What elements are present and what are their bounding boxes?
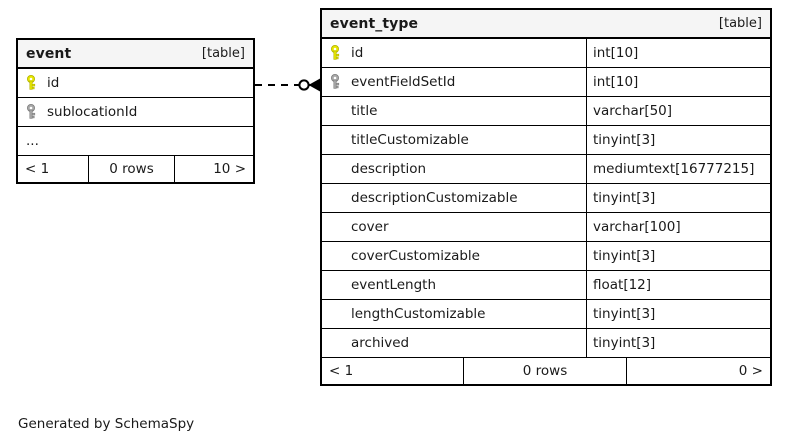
column-name-cell: descriptionCustomizable xyxy=(322,184,586,212)
primary-key-icon xyxy=(330,45,344,61)
column-name-text: eventLength xyxy=(351,277,437,293)
entity-title: event xyxy=(26,45,72,62)
entity-title: event_type xyxy=(330,15,419,32)
column-name-text: id xyxy=(351,45,364,61)
column-name-cell: eventFieldSetId xyxy=(322,68,586,96)
column-row[interactable]: cover varchar[100] xyxy=(322,213,770,242)
column-name-text: cover xyxy=(351,219,389,235)
column-row[interactable]: sublocationId xyxy=(18,98,253,127)
row-count-label: 0 rows xyxy=(463,358,627,384)
column-row-ellipsis[interactable]: ... xyxy=(18,127,253,156)
column-name-text: description xyxy=(351,161,427,177)
column-row[interactable]: coverCustomizable tinyint[3] xyxy=(322,242,770,271)
entity-header-event_type: event_type [table] xyxy=(322,10,770,39)
column-row[interactable]: eventFieldSetId int[10] xyxy=(322,68,770,97)
generated-by-label: Generated by SchemaSpy xyxy=(18,416,195,432)
column-name-text: sublocationId xyxy=(47,104,138,120)
column-name-cell: sublocationId xyxy=(18,98,253,126)
column-type-cell: varchar[50] xyxy=(586,97,770,125)
column-name-cell: titleCustomizable xyxy=(322,126,586,154)
entity-type-tag: [table] xyxy=(201,46,245,61)
column-name-text: id xyxy=(47,75,60,91)
prev-page-button[interactable]: < 1 xyxy=(329,363,354,379)
column-type-cell: mediumtext[16777215] xyxy=(586,155,770,183)
column-name-cell: ... xyxy=(18,127,253,155)
zero-cardinality-marker xyxy=(298,79,310,91)
column-type-cell: varchar[100] xyxy=(586,213,770,241)
column-name-text: descriptionCustomizable xyxy=(351,190,518,206)
entity-type-tag: [table] xyxy=(718,16,762,31)
column-type-cell: tinyint[3] xyxy=(586,242,770,270)
column-name-text: eventFieldSetId xyxy=(351,74,456,90)
entity-footer-event_type: < 1 0 rows 0 > xyxy=(322,358,770,384)
column-type-cell: int[10] xyxy=(586,39,770,67)
relationship-connector-event-to-event_type[interactable] xyxy=(255,70,321,102)
column-row[interactable]: archived tinyint[3] xyxy=(322,329,770,358)
column-name-cell: cover xyxy=(322,213,586,241)
column-name-cell: title xyxy=(322,97,586,125)
column-name-cell: eventLength xyxy=(322,271,586,299)
next-page-button[interactable]: 10 > xyxy=(213,161,246,177)
foreign-key-icon xyxy=(26,104,40,120)
column-type-cell: tinyint[3] xyxy=(586,300,770,328)
column-name-text: titleCustomizable xyxy=(351,132,469,148)
next-page-button[interactable]: 0 > xyxy=(738,363,763,379)
column-name-text: coverCustomizable xyxy=(351,248,480,264)
row-count-label: 0 rows xyxy=(88,156,175,182)
column-name-cell: archived xyxy=(322,329,586,357)
column-type-cell: tinyint[3] xyxy=(586,184,770,212)
column-row[interactable]: id xyxy=(18,69,253,98)
column-row[interactable]: titleCustomizable tinyint[3] xyxy=(322,126,770,155)
column-row[interactable]: title varchar[50] xyxy=(322,97,770,126)
column-name-cell: description xyxy=(322,155,586,183)
column-row[interactable]: lengthCustomizable tinyint[3] xyxy=(322,300,770,329)
column-type-cell: tinyint[3] xyxy=(586,126,770,154)
entity-footer-event: < 1 0 rows 10 > xyxy=(18,156,253,182)
column-name-text: archived xyxy=(351,335,410,351)
column-row[interactable]: description mediumtext[16777215] xyxy=(322,155,770,184)
entity-table-event[interactable]: event [table] id xyxy=(16,38,255,184)
column-row[interactable]: id int[10] xyxy=(322,39,770,68)
column-name-text: title xyxy=(351,103,378,119)
entity-header-event: event [table] xyxy=(18,40,253,69)
column-row[interactable]: eventLength float[12] xyxy=(322,271,770,300)
column-type-cell: tinyint[3] xyxy=(586,329,770,357)
column-name-text: lengthCustomizable xyxy=(351,306,486,322)
entity-table-event_type[interactable]: event_type [table] id int[10] xyxy=(320,8,772,386)
column-name-text: ... xyxy=(26,133,39,149)
column-name-cell: id xyxy=(322,39,586,67)
column-name-cell: coverCustomizable xyxy=(322,242,586,270)
foreign-key-icon xyxy=(330,74,344,90)
primary-key-icon xyxy=(26,75,40,91)
column-row[interactable]: descriptionCustomizable tinyint[3] xyxy=(322,184,770,213)
column-type-cell: float[12] xyxy=(586,271,770,299)
prev-page-button[interactable]: < 1 xyxy=(25,161,50,177)
column-type-cell: int[10] xyxy=(586,68,770,96)
column-name-cell: lengthCustomizable xyxy=(322,300,586,328)
column-name-cell: id xyxy=(18,69,253,97)
